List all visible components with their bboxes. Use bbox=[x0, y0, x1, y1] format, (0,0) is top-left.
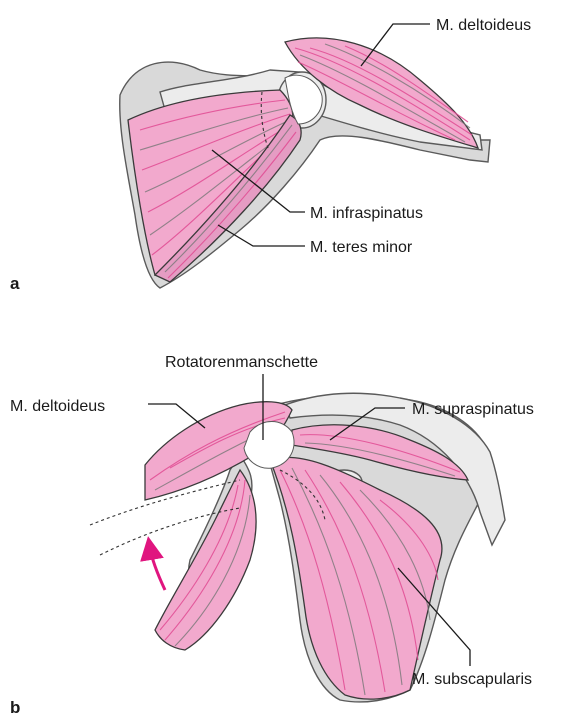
label-teres-minor-a: M. teres minor bbox=[310, 239, 413, 256]
arm-muscle-b bbox=[155, 470, 256, 650]
label-rotator-cuff-b: Rotatorenmanschette bbox=[165, 354, 318, 371]
panel-label-a: a bbox=[10, 274, 20, 293]
label-supraspinatus-b: M. supraspinatus bbox=[412, 401, 534, 418]
label-deltoid-a: M. deltoideus bbox=[436, 17, 531, 34]
label-deltoid-b: M. deltoideus bbox=[10, 398, 105, 415]
label-infraspinatus-a: M. infraspinatus bbox=[310, 205, 423, 222]
label-subscapularis-b: M. subscapularis bbox=[412, 671, 532, 688]
panel-label-b: b bbox=[10, 698, 20, 717]
motion-arrow-b bbox=[150, 548, 165, 590]
panel-a-illustration bbox=[120, 38, 490, 288]
panel-b-illustration bbox=[90, 393, 505, 702]
